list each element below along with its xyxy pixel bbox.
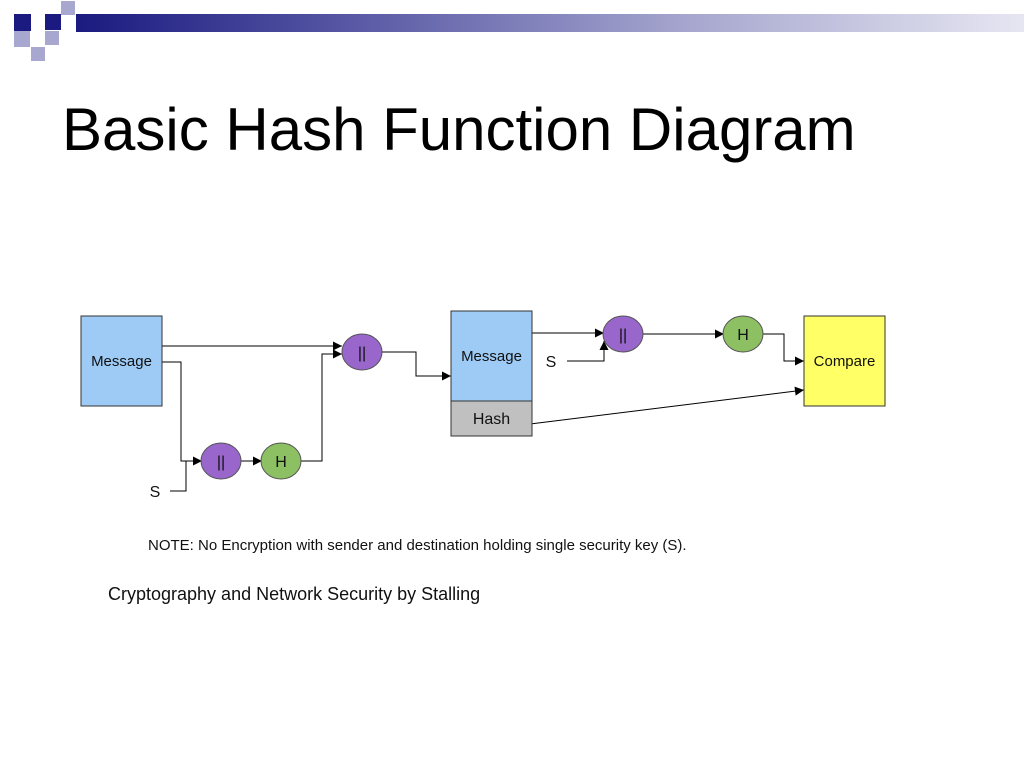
right-secret-label: S — [546, 354, 557, 371]
right-concat-symbol: || — [619, 327, 627, 344]
theme-square — [45, 31, 59, 45]
arrow-hash-to-concat — [301, 349, 342, 462]
theme-gradient-bar — [76, 14, 1024, 32]
slide-title: Basic Hash Function Diagram — [62, 96, 856, 163]
lower-secret-label: S — [150, 484, 161, 501]
compare-box — [803, 315, 886, 407]
lower-concat-node — [200, 442, 242, 480]
theme-square — [31, 47, 45, 61]
theme-square — [14, 14, 31, 31]
lower-concat-symbol: || — [217, 454, 225, 471]
right-concat-node — [602, 315, 644, 353]
right-hash-symbol: H — [737, 327, 749, 344]
sender-message-box — [80, 315, 163, 407]
received-hash-box — [450, 400, 533, 437]
compare-label: Compare — [814, 353, 876, 370]
arrow-message-to-lower-concat — [162, 361, 202, 466]
line-secret-to-lower-concat — [170, 461, 187, 492]
diagram-note: NOTE: No Encryption with sender and dest… — [148, 537, 687, 554]
arrow-hash-to-compare — [763, 333, 804, 366]
received-message-label: Message — [461, 348, 522, 365]
sender-message-label: Message — [91, 353, 152, 370]
theme-square — [14, 31, 30, 47]
arrow-secret-to-right-concat — [567, 341, 609, 362]
arrow-received-hash-to-compare — [521, 386, 805, 426]
theme-square — [61, 1, 75, 15]
received-hash-label: Hash — [473, 411, 510, 428]
connectors — [162, 328, 805, 492]
source-credit: Cryptography and Network Security by Sta… — [108, 584, 481, 604]
arrow-concat-to-received — [382, 351, 451, 381]
theme-square — [45, 14, 61, 30]
middle-concat-node — [341, 333, 383, 371]
lower-hash-node — [260, 442, 302, 480]
middle-concat-symbol: || — [358, 345, 366, 362]
theme-decoration — [0, 0, 1024, 70]
lower-hash-symbol: H — [275, 454, 287, 471]
theme-square — [31, 14, 45, 28]
right-hash-node — [722, 315, 764, 353]
